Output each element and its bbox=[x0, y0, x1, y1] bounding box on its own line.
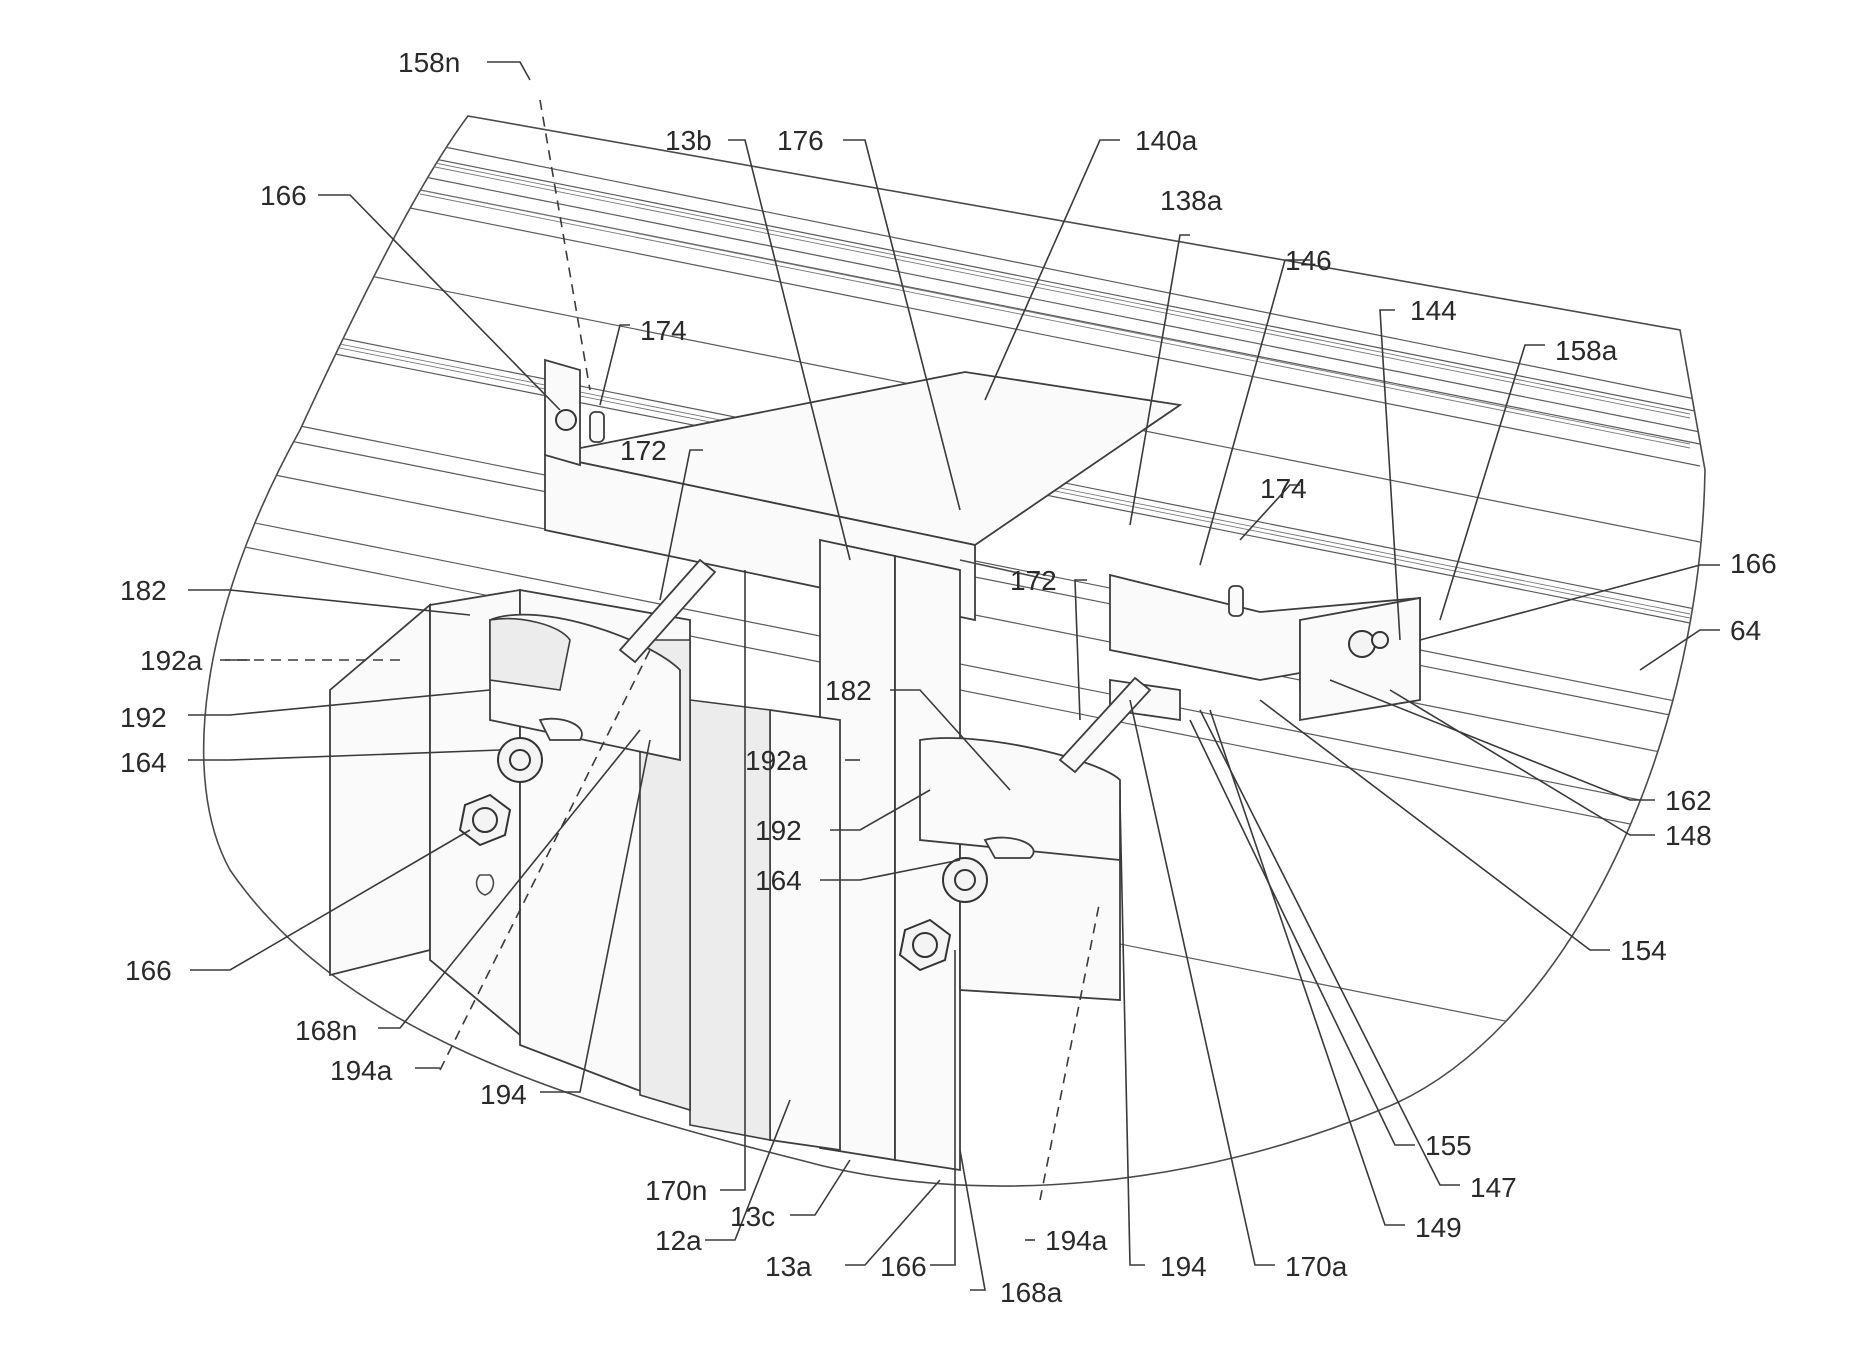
label-144: 144 bbox=[1410, 295, 1457, 326]
label-138a: 138a bbox=[1160, 185, 1223, 216]
label-182-mid: 182 bbox=[825, 675, 872, 706]
label-158n: 158n bbox=[398, 47, 460, 78]
label-172-left: 172 bbox=[620, 435, 667, 466]
label-146: 146 bbox=[1285, 245, 1332, 276]
label-13a: 13a bbox=[765, 1251, 812, 1282]
label-194a-left: 194a bbox=[330, 1055, 393, 1086]
label-164-mid: 164 bbox=[755, 865, 802, 896]
label-192-left: 192 bbox=[120, 702, 167, 733]
label-64: 64 bbox=[1730, 615, 1761, 646]
label-170a: 170a bbox=[1285, 1251, 1348, 1282]
label-13c: 13c bbox=[730, 1201, 775, 1232]
label-148: 148 bbox=[1665, 820, 1712, 851]
label-172-right: 172 bbox=[1010, 565, 1057, 596]
label-192a-left: 192a bbox=[140, 645, 203, 676]
label-170n: 170n bbox=[645, 1175, 707, 1206]
label-147: 147 bbox=[1470, 1172, 1517, 1203]
label-194-left: 194 bbox=[480, 1079, 527, 1110]
label-176: 176 bbox=[777, 125, 824, 156]
label-166-top: 166 bbox=[260, 180, 307, 211]
label-166-left: 166 bbox=[125, 955, 172, 986]
label-164-left: 164 bbox=[120, 747, 167, 778]
label-158a: 158a bbox=[1555, 335, 1618, 366]
label-174-right: 174 bbox=[1260, 473, 1307, 504]
label-168n: 168n bbox=[295, 1015, 357, 1046]
label-162: 162 bbox=[1665, 785, 1712, 816]
label-166-bottom: 166 bbox=[880, 1251, 927, 1282]
center-post bbox=[690, 540, 960, 1170]
label-194-bottom: 194 bbox=[1160, 1251, 1207, 1282]
label-174-left: 174 bbox=[640, 315, 687, 346]
label-12a: 12a bbox=[655, 1225, 702, 1256]
label-155: 155 bbox=[1425, 1130, 1472, 1161]
label-182-left: 182 bbox=[120, 575, 167, 606]
label-192a-mid: 192a bbox=[745, 745, 808, 776]
label-168a: 168a bbox=[1000, 1277, 1063, 1308]
label-154: 154 bbox=[1620, 935, 1667, 966]
label-166-right: 166 bbox=[1730, 548, 1777, 579]
label-194a-bottom: 194a bbox=[1045, 1225, 1108, 1256]
label-149: 149 bbox=[1415, 1212, 1462, 1243]
label-13b: 13b bbox=[665, 125, 712, 156]
label-140a: 140a bbox=[1135, 125, 1198, 156]
label-192-mid: 192 bbox=[755, 815, 802, 846]
